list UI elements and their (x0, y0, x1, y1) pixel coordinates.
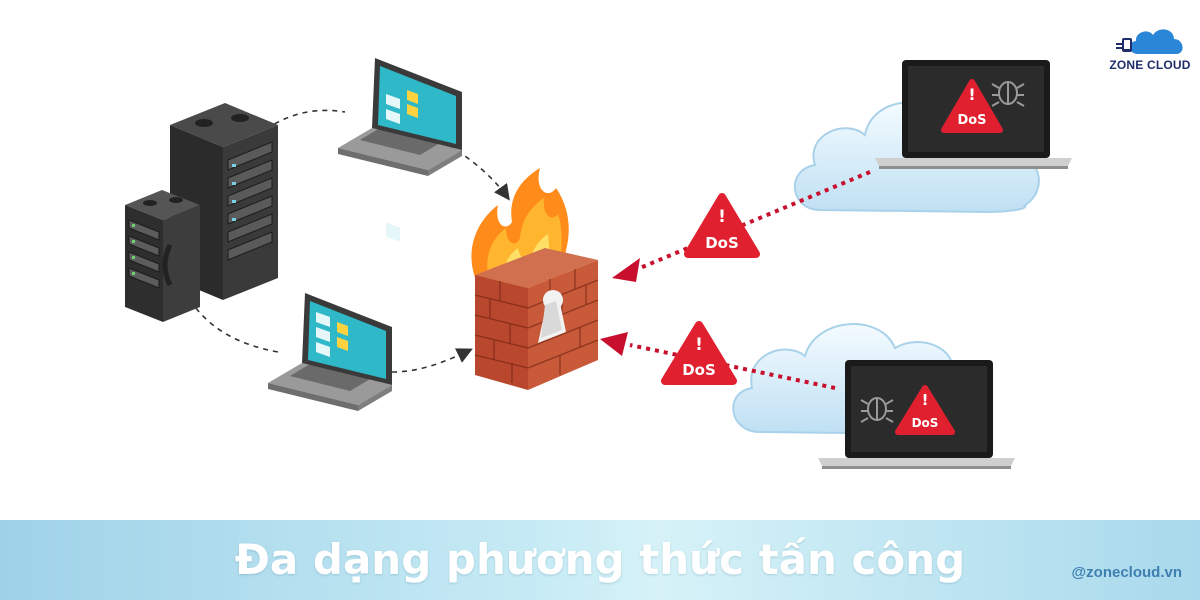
warning-triangle-icon: ! DoS (895, 385, 955, 435)
server-rack-icon (125, 103, 278, 322)
dos-alert-badge-top: ! DoS (684, 193, 760, 258)
attack-arrows (629, 170, 871, 390)
dos-label: DoS (705, 234, 739, 252)
laptop-icon-top (338, 58, 462, 242)
bug-icon (860, 397, 894, 423)
warning-triangle-icon: ! DoS (941, 79, 1003, 133)
banner-title: Đa dạng phương thức tấn công (234, 535, 966, 584)
title-banner: Đa dạng phương thức tấn công @zonecloud.… (0, 520, 1200, 600)
keyhole-icon (538, 290, 566, 343)
cloud-logo-icon (1116, 29, 1183, 54)
alert-glyph: ! (695, 335, 703, 355)
alert-glyph: ! (922, 391, 929, 409)
attacker-laptop-icon-bottom: ! DoS (818, 360, 1015, 469)
alert-glyph: ! (968, 85, 975, 104)
ddos-diagram: ! DoS ! DoS (125, 58, 1072, 469)
dos-label: DoS (912, 416, 939, 430)
attacker-laptop-icon-top: ! DoS (875, 60, 1072, 169)
connection-bottom-laptop-to-firewall (391, 348, 473, 373)
dos-label: DoS (957, 113, 986, 128)
attack-arrow-bottom (629, 343, 836, 390)
attack-arrowheads (600, 258, 640, 356)
connection-server-to-bottom-laptop (189, 299, 279, 353)
zone-cloud-logo: ZONE CLOUD (1108, 24, 1192, 80)
bug-icon (991, 81, 1025, 107)
dos-label: DoS (682, 361, 716, 379)
attack-arrow-top (639, 170, 871, 270)
social-handle: @zonecloud.vn (1071, 564, 1182, 581)
laptop-icon-bottom (268, 293, 392, 411)
logo-text: ZONE CLOUD (1109, 58, 1191, 72)
dos-alert-badge-bottom: ! DoS (661, 321, 737, 385)
firewall-icon (471, 168, 599, 390)
alert-glyph: ! (718, 207, 726, 227)
